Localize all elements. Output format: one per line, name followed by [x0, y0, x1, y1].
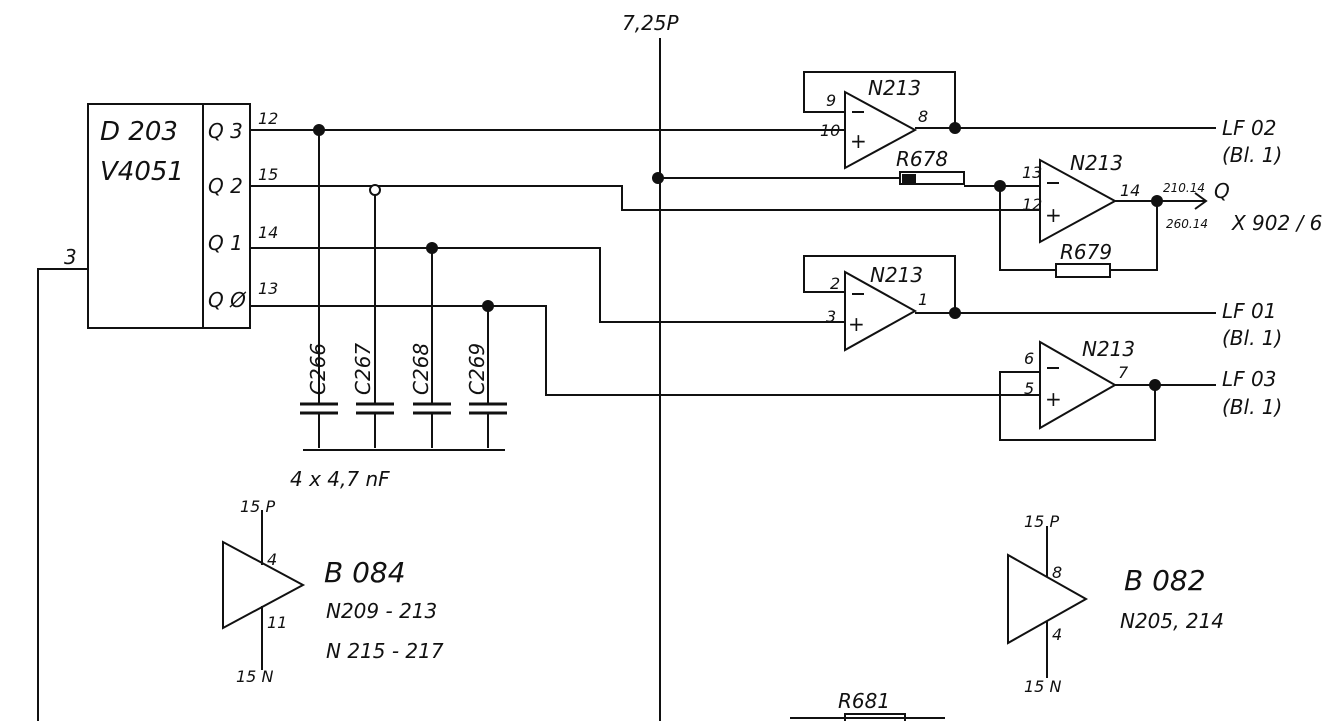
svg-text:+: + [1045, 203, 1062, 227]
mux-wires: 12 15 14 13 [250, 109, 1040, 404]
capacitor-c268: C268 [409, 343, 451, 448]
pin-q2: 15 [258, 165, 278, 184]
opamp-n213-a-label: N213 [868, 76, 921, 100]
legend-b084-refs2: N 215 - 217 [326, 639, 444, 663]
svg-text:10: 10 [820, 121, 840, 140]
connector-ref-bottom: 260.14 [1166, 217, 1208, 231]
ic-output-q2: Q 2 [208, 174, 243, 198]
svg-text:15 N: 15 N [1024, 677, 1061, 696]
ic-d203-type: V4051 [100, 157, 184, 187]
svg-text:7: 7 [1118, 363, 1129, 382]
output-lf01-sheet: (Bl. 1) [1222, 326, 1282, 350]
svg-text:C266: C266 [306, 343, 330, 395]
ic-output-q0: Q Ø [208, 288, 247, 312]
capacitor-c267: C267 [351, 343, 394, 448]
svg-text:12: 12 [1022, 195, 1042, 214]
pin-q0: 13 [258, 279, 278, 298]
ic-output-q3: Q 3 [208, 119, 243, 143]
output-lf02: LF 02 [1222, 116, 1276, 140]
resistor-r679: R679 [1060, 240, 1112, 264]
svg-text:4: 4 [1052, 625, 1062, 644]
svg-text:+: + [848, 312, 865, 336]
legend-b084-type: B 084 [324, 556, 406, 589]
resistor-r681-group: R681 [790, 689, 945, 721]
opamp-n213-d-label: N213 [1082, 337, 1135, 361]
legend-b082-refs: N205, 214 [1120, 609, 1224, 633]
output-lf02-sheet: (Bl. 1) [1222, 143, 1282, 167]
opamp-n213-c: + 2 3 1 N213 LF 01 (Bl. 1) [803, 255, 1282, 352]
capacitor-c266: C266 [300, 343, 338, 448]
svg-text:6: 6 [1024, 349, 1034, 368]
ic-output-q1: Q 1 [208, 231, 243, 255]
svg-text:15 N: 15 N [236, 667, 273, 686]
opamp-n213-a: + 9 10 8 N213 LF 02 (Bl. 1) [803, 71, 1282, 170]
resistor-r681: R681 [838, 689, 890, 713]
pin-q1: 14 [258, 223, 278, 242]
svg-text:3: 3 [826, 307, 836, 326]
pin-q3: 12 [258, 109, 278, 128]
connector-name: X 902 / 6 [1231, 211, 1322, 235]
ic-d203: D 203 V4051 Q 3 Q 2 Q 1 Q Ø 3 [37, 103, 251, 721]
svg-text:13: 13 [1022, 163, 1042, 182]
svg-text:2: 2 [830, 274, 840, 293]
capacitor-value: 4 x 4,7 nF [290, 467, 390, 491]
svg-text:15 P: 15 P [240, 497, 275, 516]
supply-rail: 7,25P [622, 11, 680, 721]
svg-text:8: 8 [1052, 563, 1062, 582]
svg-text:8: 8 [918, 107, 928, 126]
legend-b082: 15 P 15 N 8 4 B 082 N205, 214 [1007, 512, 1224, 696]
svg-text:5: 5 [1024, 379, 1034, 398]
resistor-r678: R678 [896, 147, 948, 171]
svg-text:11: 11 [267, 613, 287, 632]
output-lf03-sheet: (Bl. 1) [1222, 395, 1282, 419]
legend-b082-type: B 082 [1124, 564, 1206, 597]
capacitor-bank: C266 C267 C268 C269 4 x 4,7 nF [290, 343, 507, 491]
svg-text:C267: C267 [351, 343, 375, 395]
output-lf01: LF 01 [1222, 299, 1276, 323]
svg-text:C269: C269 [465, 343, 489, 395]
connector-signal: Q [1214, 179, 1230, 203]
svg-text:9: 9 [826, 91, 836, 110]
svg-text:+: + [850, 129, 867, 153]
ic-d203-name: D 203 [100, 117, 178, 147]
svg-text:+: + [1045, 387, 1062, 411]
connector-ref-top: 210.14 [1163, 181, 1205, 195]
opamp-n213-c-label: N213 [870, 263, 923, 287]
svg-text:15 P: 15 P [1024, 512, 1059, 531]
svg-text:1: 1 [918, 290, 928, 309]
opamp-n213-b: + 13 12 14 N213 R678 R679 210.14 260.14 … [652, 147, 1322, 278]
legend-b084-refs1: N209 - 213 [326, 599, 437, 623]
svg-text:4: 4 [267, 550, 277, 569]
opamp-n213-b-label: N213 [1070, 151, 1123, 175]
supply-label: 7,25P [622, 11, 680, 35]
svg-text:C268: C268 [409, 343, 433, 395]
legend-b084: 15 P 15 N 4 11 B 084 N209 - 213 N 215 - … [222, 497, 444, 686]
opamp-n213-d: + 6 5 7 N213 LF 03 (Bl. 1) [999, 337, 1282, 441]
ic-input-pin: 3 [64, 245, 77, 269]
output-lf03: LF 03 [1222, 367, 1276, 391]
capacitor-c269: C269 [465, 343, 507, 448]
svg-text:14: 14 [1120, 181, 1140, 200]
